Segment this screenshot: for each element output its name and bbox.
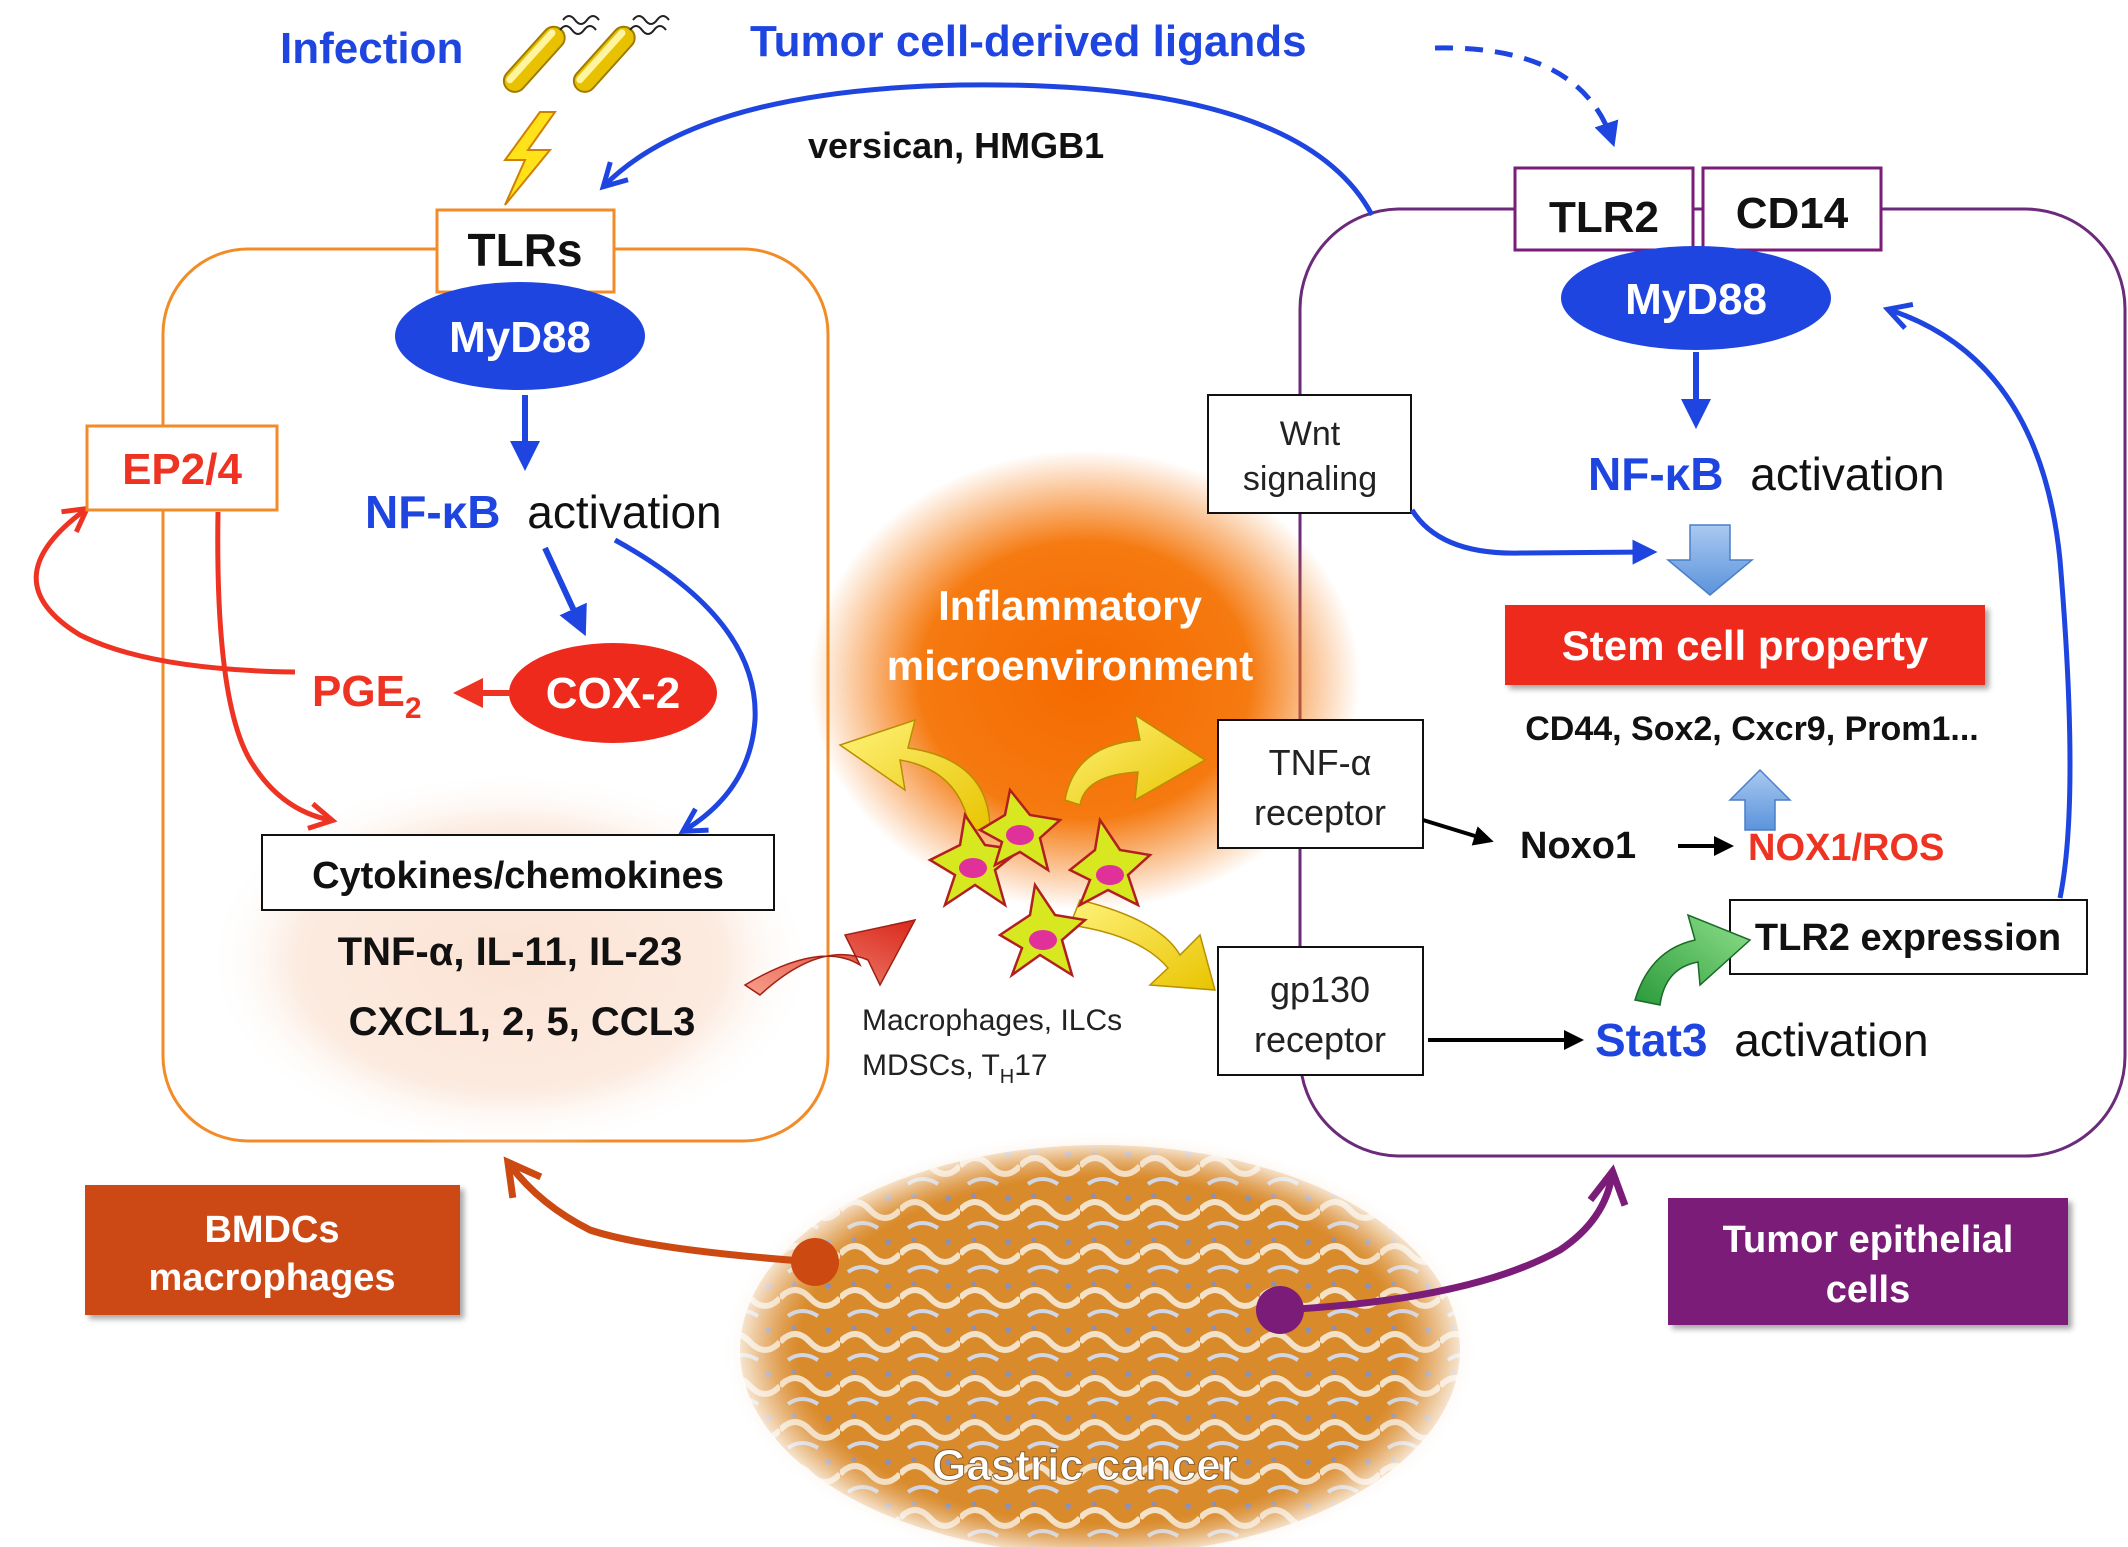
pge2-text: PGE2 xyxy=(312,667,422,725)
tnfr-line2: receptor xyxy=(1254,792,1386,833)
pge2-subscript: 2 xyxy=(405,692,422,725)
nfkb-to-cytokines-arrow xyxy=(613,537,758,830)
gastric-cancer-label: Gastric cancer xyxy=(932,1441,1238,1490)
nox1-label: NOX1/ROS xyxy=(1748,827,1944,869)
nfkb-right-label: NF-κB xyxy=(1588,448,1724,500)
wnt-to-stem-arrow xyxy=(1409,508,1658,565)
immune-line2-sub: H xyxy=(1000,1066,1014,1088)
nfkb-activation-right: NF-κB activation xyxy=(1588,448,1945,500)
ep24-box xyxy=(85,424,279,512)
myd88-left-node xyxy=(395,282,645,390)
stat3-activation: Stat3 activation xyxy=(1595,1014,1929,1066)
cytokines-line2: CXCL1, 2, 5, CCL3 xyxy=(349,1000,696,1044)
cox2-node xyxy=(509,643,717,743)
tlr2-expression-feedback-arrow xyxy=(1890,310,2073,899)
tlrs-label: TLRs xyxy=(468,224,583,276)
ligand-dashed-arrow xyxy=(1434,45,1619,148)
tnfr-box xyxy=(1217,719,1424,849)
tumor-epi-line1: Tumor epithelial xyxy=(1723,1219,2014,1261)
gp130-line1: gp130 xyxy=(1270,969,1370,1010)
bmdc-line1: BMDCs xyxy=(204,1209,339,1251)
gp130-line2: receptor xyxy=(1254,1019,1386,1060)
cox2-label: COX-2 xyxy=(546,669,680,718)
noxo1-label: Noxo1 xyxy=(1520,825,1636,867)
ep24-label: EP2/4 xyxy=(122,445,242,494)
cytokines-line1: TNF-α, IL-11, IL-23 xyxy=(338,930,683,974)
cytokines-box-label: Cytokines/chemokines xyxy=(312,855,724,897)
stem-cell-box xyxy=(1505,605,1985,685)
tumor-ligands-label: Tumor cell-derived ligands xyxy=(750,17,1307,66)
immune-line2-post: 17 xyxy=(1014,1049,1047,1082)
bacteria-icon xyxy=(502,15,670,93)
inflam-line2: microenvironment xyxy=(887,642,1253,689)
immune-line1: Macrophages, ILCs xyxy=(862,1004,1122,1037)
gp130-box xyxy=(1217,946,1424,1076)
tlrs-box xyxy=(435,208,616,294)
tumor-epi-line2: cells xyxy=(1826,1269,1911,1311)
wnt-box xyxy=(1207,394,1412,514)
tnfr-to-noxo1-arrow xyxy=(1422,818,1494,846)
cytokine-to-immune-arrow xyxy=(743,918,917,996)
stat3-label: Stat3 xyxy=(1595,1014,1707,1066)
nfkb-left-label: NF-κB xyxy=(365,486,501,538)
tlr2-expression-label: TLR2 expression xyxy=(1755,917,2061,959)
infection-label: Infection xyxy=(280,24,463,73)
ep24-to-cytokines-arrow xyxy=(215,511,330,820)
stem-cell-label: Stem cell property xyxy=(1562,622,1929,669)
ligand-feedback-arrow xyxy=(605,82,1375,217)
tlr2-expression-box xyxy=(1729,899,2088,975)
tumor-origin-dot xyxy=(1256,1286,1304,1334)
myd88-right-node xyxy=(1561,246,1831,350)
tissue-to-tumor-arrow xyxy=(1279,1175,1612,1314)
immune-to-left-arrow xyxy=(838,718,991,831)
wnt-line1: Wnt xyxy=(1280,415,1341,453)
pge2-label: PGE xyxy=(312,667,405,716)
immune-line2: MDSCs, TH17 xyxy=(862,1049,1048,1088)
bmdc-line2: macrophages xyxy=(148,1257,395,1299)
bmdc-label-box xyxy=(85,1185,460,1315)
nfkb-to-cox2-arrow xyxy=(542,546,587,637)
cytokines-box xyxy=(261,834,775,911)
inflam-line1: Inflammatory xyxy=(938,582,1202,629)
myd88-left-label: MyD88 xyxy=(449,313,591,362)
immune-to-tnfr-arrow xyxy=(1064,713,1207,806)
nfkb-activation-left: NF-κB activation xyxy=(365,486,722,538)
stem-markers-label: CD44, Sox2, Cxcr9, Prom1... xyxy=(1525,710,1979,748)
myd88-right-label: MyD88 xyxy=(1625,275,1767,324)
immune-line2-pre: MDSCs, T xyxy=(862,1049,1000,1082)
gastric-cancer-tissue xyxy=(720,1130,1480,1547)
cd14-label: CD14 xyxy=(1736,189,1849,238)
bmdc-origin-dot xyxy=(791,1238,839,1286)
tnfr-line1: TNF-α xyxy=(1269,742,1372,783)
stat3-activation-label: activation xyxy=(1734,1014,1928,1066)
activation-right-label: activation xyxy=(1750,448,1944,500)
nfkb-to-stem-arrow xyxy=(1665,524,1755,596)
stat3-to-tlr2-arrow xyxy=(1634,913,1752,1006)
tissue-to-bmdc-arrow xyxy=(510,1165,816,1266)
cd14-box xyxy=(1701,166,1883,252)
nox1-to-stem-arrow xyxy=(1728,768,1792,831)
lightning-icon xyxy=(503,111,557,206)
tlr2-box xyxy=(1513,166,1695,252)
immune-cell-icon xyxy=(927,787,1153,979)
tumor-epi-label-box xyxy=(1668,1198,2068,1325)
ligand-examples-label: versican, HMGB1 xyxy=(808,125,1104,166)
pge2-to-ep24-arrow xyxy=(33,510,296,675)
activation-left-label: activation xyxy=(527,486,721,538)
wnt-line2: signaling xyxy=(1243,460,1377,498)
immune-to-gp130-arrow xyxy=(1068,899,1217,991)
tlr2-label: TLR2 xyxy=(1549,193,1659,242)
